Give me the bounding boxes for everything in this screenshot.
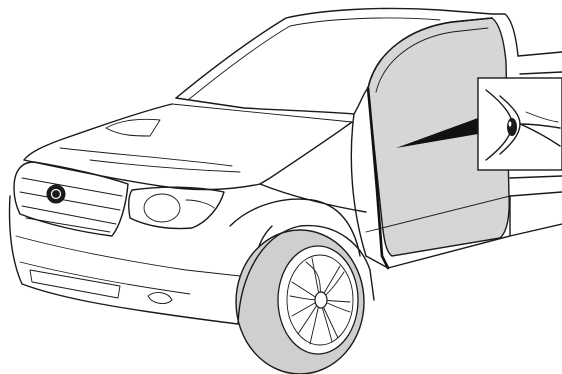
fog-lamp: [148, 293, 172, 304]
front-bumper: [10, 196, 273, 324]
hood-crease: [60, 148, 240, 172]
windshield: [176, 88, 368, 114]
hood: [24, 104, 172, 160]
grille-bars: [20, 178, 122, 232]
emblem: [47, 185, 65, 203]
windshield-lower: [172, 104, 352, 122]
headlight: [129, 187, 224, 228]
grille-frame: [14, 162, 128, 236]
hood-right-edge: [260, 122, 352, 184]
eye-inset: [478, 78, 562, 170]
hub: [315, 292, 327, 308]
headlight-lens: [144, 194, 180, 222]
